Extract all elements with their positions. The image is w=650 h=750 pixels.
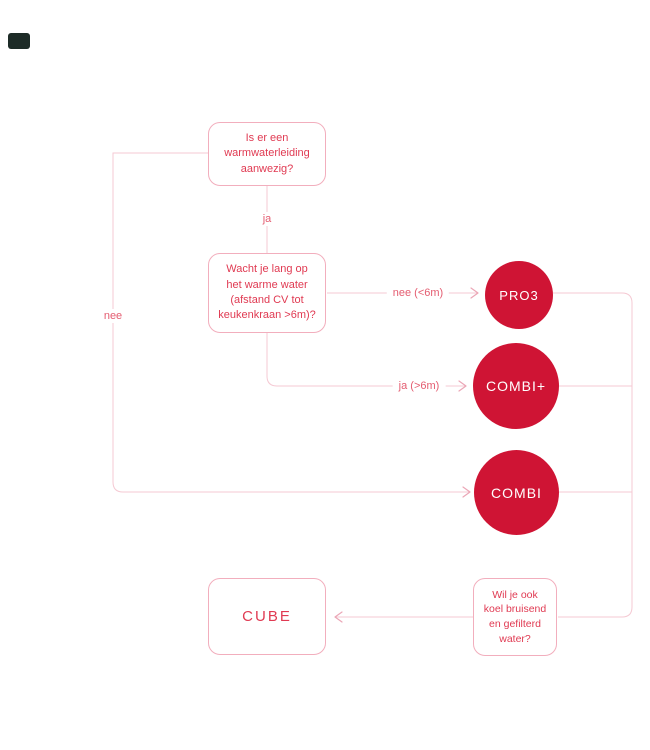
- question-koel-bruisend: Wil je ook koel bruisend en gefilterd wa…: [473, 578, 557, 656]
- arrowhead-pro3: [470, 287, 479, 299]
- edge-label-nee: nee: [97, 309, 129, 323]
- result-cube: CUBE: [208, 578, 326, 655]
- edge-label-nee-lt6m: nee (<6m): [386, 286, 450, 300]
- arrowhead-cube: [334, 611, 343, 623]
- question-warmwaterleiding: Is er een warmwaterleiding aanwezig?: [208, 122, 326, 186]
- result-combi: COMBI: [474, 450, 559, 535]
- edge-rail-right: [553, 292, 633, 618]
- edge-label-ja: ja: [256, 212, 278, 226]
- edge-ja6m-to-combiplus: [266, 333, 466, 387]
- result-pro3: PRO3: [485, 261, 553, 329]
- question-wachttijd: Wacht je lang op het warme water (afstan…: [208, 253, 326, 333]
- edge-label-ja-gt6m: ja (>6m): [392, 379, 446, 393]
- result-combi-plus: COMBI+: [473, 343, 559, 429]
- corner-badge[interactable]: [8, 33, 30, 49]
- arrowhead-combi: [462, 486, 471, 498]
- arrowhead-combiplus: [458, 380, 467, 392]
- edge-nee-to-combi: [112, 152, 470, 493]
